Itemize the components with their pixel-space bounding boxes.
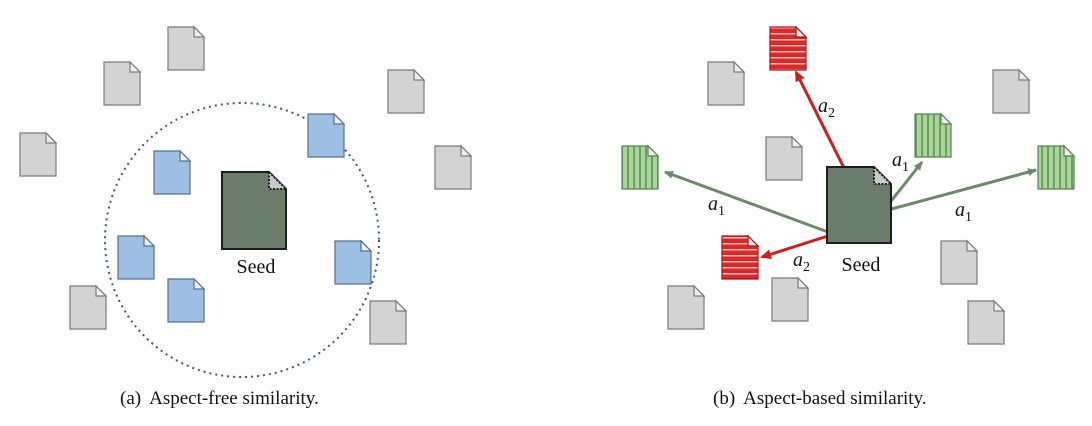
doc-gray-icon [434,144,473,190]
doc-gray-icon [940,239,979,285]
doc-gray-icon [167,25,206,71]
caption-a-text: Aspect-free similarity. [149,388,319,409]
doc-aspect-1-icon [621,144,660,190]
panel-b-edges [664,70,1037,260]
seed-label-a: Seed [237,256,276,278]
doc-gray-icon [765,135,804,181]
caption-b: (b) Aspect-based similarity. [713,388,927,410]
edge-label-a1-right: a1 [955,199,972,225]
edge-a1-left [664,170,829,234]
caption-a: (a) Aspect-free similarity. [120,388,319,410]
edge-label-a1-left: a1 [708,193,725,219]
panel-a [104,102,380,378]
edge-a2-top [794,70,847,171]
seed-document-icon [826,164,894,244]
seed-document-icon [221,169,289,250]
edge-label-a2-bottom: a2 [793,249,810,275]
doc-gray-icon [967,299,1006,345]
edge-a1-top-right [886,161,924,206]
doc-gray-icon [19,131,58,177]
similarity-radius-circle [104,102,380,378]
doc-aspect-1-icon [914,112,953,158]
edge-label-a2-top: a2 [818,95,835,121]
doc-gray-icon [387,68,426,114]
documents-layer [19,25,1076,345]
doc-similar-icon [307,112,346,158]
caption-b-label: (b) [713,388,736,409]
doc-aspect-1-icon [1037,144,1076,190]
caption-b-text: Aspect-based similarity. [743,388,927,409]
doc-gray-icon [992,68,1031,114]
caption-a-label: (a) [120,388,142,409]
doc-similar-icon [334,239,373,285]
doc-gray-icon [771,276,810,322]
doc-aspect-2-icon [769,25,808,71]
doc-similar-icon [167,277,206,323]
doc-gray-icon [69,284,108,330]
edge-a1-right [887,168,1037,212]
doc-similar-icon [153,149,192,195]
seed-label-b: Seed [842,254,881,276]
doc-aspect-2-icon [721,234,760,280]
doc-gray-icon [667,284,706,330]
doc-gray-icon [103,60,142,106]
edge-label-a1-top-right: a1 [892,149,909,175]
doc-gray-icon [707,60,746,106]
doc-gray-icon [369,299,408,345]
edge-a2-bottom-left [760,234,829,260]
doc-similar-icon [117,234,156,280]
